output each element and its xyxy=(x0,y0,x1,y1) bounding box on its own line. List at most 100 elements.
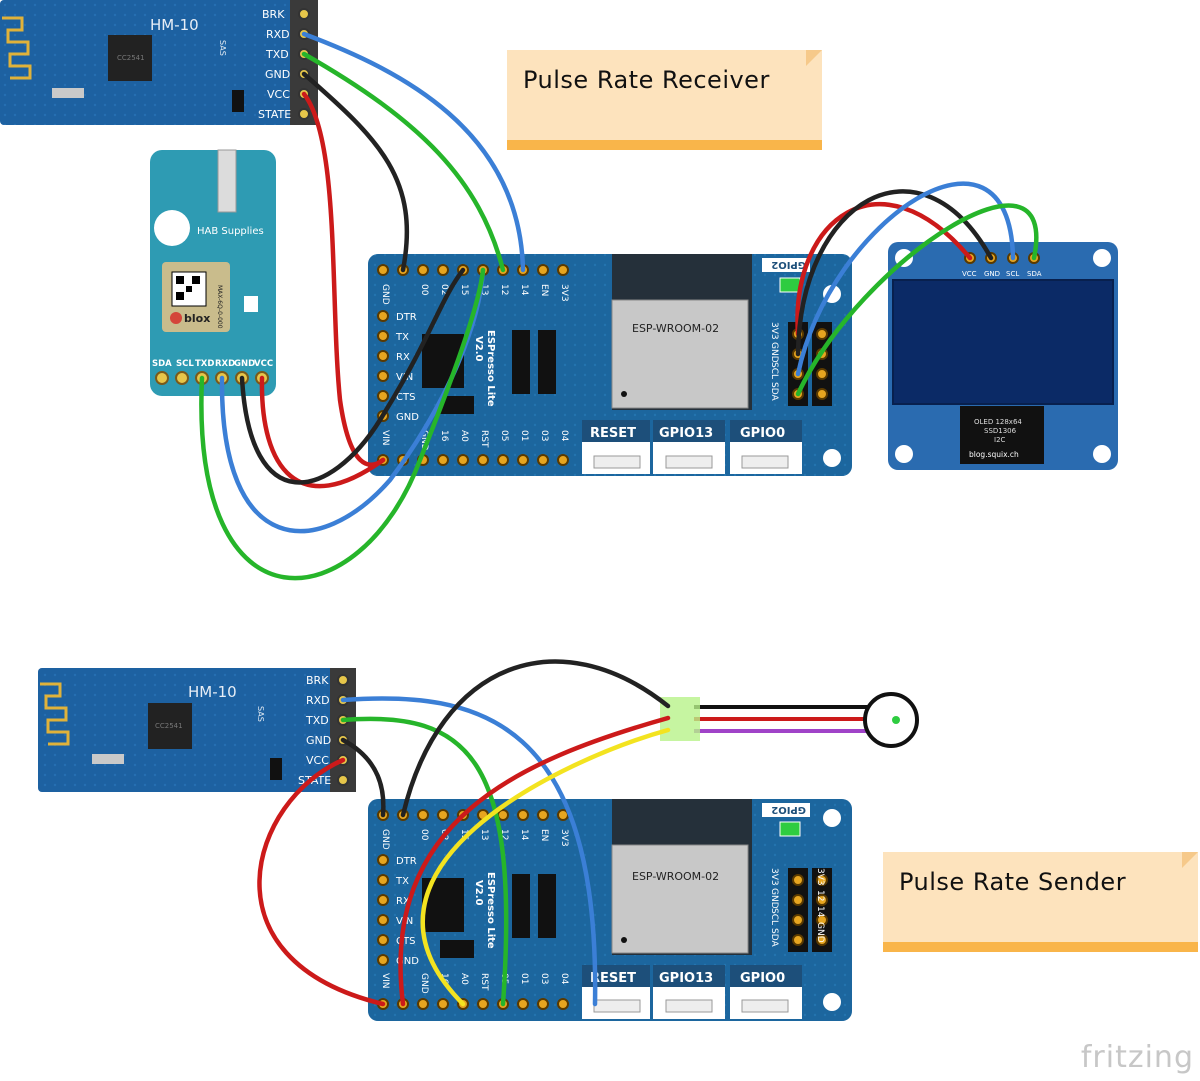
esp-top-pin-en: EN xyxy=(539,284,549,296)
wire-blue-gps-rxd xyxy=(219,267,486,534)
i2c-pin-gnd-top: GND xyxy=(769,342,779,363)
wire-blue-hm10-rxd xyxy=(301,31,526,273)
header-pin-12: 12 xyxy=(815,890,825,901)
header-pin-gnd: GND xyxy=(815,922,825,943)
esp-version-top: V2.0 xyxy=(473,336,484,361)
espb-bottom-pin-03: 03 xyxy=(539,973,549,984)
oled-pin-sda: SDA xyxy=(1027,270,1042,278)
gps-module: HAB Supplies blox MAX-6Q-0-000 SDA SCL T… xyxy=(150,149,276,396)
hm10-pin-vcc: VCC xyxy=(267,88,290,101)
esp-bottom-pin-vin: VIN xyxy=(380,430,390,446)
espb-left-pin-rx: RX xyxy=(396,896,410,907)
esp-left-pin-tx: TX xyxy=(395,332,409,343)
esp-buttons-bottom: RESET GPIO13 GPIO0 xyxy=(582,965,802,1019)
hm10-side-mark: SAS xyxy=(218,40,227,56)
i2c-pin-3v3-bottom: 3V3 xyxy=(769,868,779,886)
esp-brand-top: ESPresso Lite xyxy=(485,330,496,407)
hm10b-pin-vcc: VCC xyxy=(306,754,329,767)
gps-pin-vcc: VCC xyxy=(254,359,273,369)
oled-chip-line-2: SSD1306 xyxy=(984,427,1017,435)
gpio13-button-top: GPIO13 xyxy=(659,426,713,441)
espb-bottom-pin-01: 01 xyxy=(519,973,529,984)
bottom-wires xyxy=(257,659,671,1007)
sender-note-fold xyxy=(1182,852,1198,868)
wire-red-hm10b-vcc xyxy=(257,757,386,1007)
fritzing-logo: fritzing xyxy=(1080,1040,1194,1075)
hm10-title-bottom: HM-10 xyxy=(188,683,237,701)
esp-bottom-pin-03: 03 xyxy=(539,430,549,441)
oled-site: blog.squix.ch xyxy=(969,450,1019,459)
oled-pin-vcc: VCC xyxy=(962,270,977,278)
hm10b-pin-gnd: GND xyxy=(306,734,331,747)
hm10-chip xyxy=(108,35,152,81)
esp-top-pin-14: 14 xyxy=(519,284,529,296)
espb-left-pin-tx: TX xyxy=(395,876,409,887)
oled-pin-scl: SCL xyxy=(1006,270,1019,278)
gps-pin-txd: TXD xyxy=(195,359,214,369)
gps-chip-brand: blox xyxy=(184,312,210,325)
hm10b-pin-txd: TXD xyxy=(305,714,329,727)
gps-pin-rxd: RXD xyxy=(215,359,235,369)
hm10-side-mark-bottom: SAS xyxy=(256,706,265,722)
antenna-trace-bottom xyxy=(40,682,70,746)
hm10-chip-text-bottom: CC2541 xyxy=(155,722,183,730)
esp-version-bottom: V2.0 xyxy=(473,880,484,905)
oled-pin-gnd: GND xyxy=(984,270,1000,278)
espb-bottom-pin-vin: VIN xyxy=(380,973,390,989)
esp-board-bottom: ESP-WROOM-02 GND 00 02 15 13 12 14 EN 3V… xyxy=(368,799,852,1021)
hm10b-pin-rxd: RXD xyxy=(306,694,330,707)
i2c-pin-sda-top: SDA xyxy=(769,382,779,401)
gps-pin-scl: SCL xyxy=(176,359,194,369)
gps-pin-gnd: GND xyxy=(234,359,255,369)
gps-chip-model: MAX-6Q-0-000 xyxy=(216,285,223,329)
i2c-pin-scl-bottom: SCL xyxy=(769,908,779,925)
hm10-title: HM-10 xyxy=(150,16,199,34)
wire-green-oled-sda xyxy=(795,203,1039,397)
wire-black-hm10-gnd xyxy=(301,71,409,273)
top-wires xyxy=(199,31,1039,581)
wire-red-gps-vcc xyxy=(259,375,386,489)
esp-top-pin-12: 12 xyxy=(499,284,509,295)
hab-logo xyxy=(154,210,190,246)
oled-chip-line-1: OLED 128x64 xyxy=(974,418,1022,426)
reset-button-bottom: RESET xyxy=(590,971,636,986)
pulse-sensor-disc xyxy=(863,692,919,748)
esp-buttons-top: RESET GPIO13 GPIO0 xyxy=(582,420,802,474)
hm10-module-bottom: CC2541 HM-10 SAS BRK RXD TXD GND VCC STA… xyxy=(38,668,356,792)
hm10-pin-gnd: GND xyxy=(265,68,290,81)
esp-bottom-pin-16: 16 xyxy=(439,430,449,442)
hm10-pin-txd: TXD xyxy=(265,48,289,61)
hm10-pin-rxd: RXD xyxy=(266,28,290,41)
wire-black-oled-gnd xyxy=(795,189,994,357)
esp-top-pin-3v3: 3V3 xyxy=(559,284,569,302)
esp-top-pin-gnd: GND xyxy=(380,284,390,305)
receiver-note-fold xyxy=(806,50,822,66)
pulse-sensor xyxy=(660,692,919,748)
esp-bottom-pin-a0: A0 xyxy=(459,430,469,442)
esp-top-pin-00: 00 xyxy=(419,284,429,296)
hm10-top-pin-labels: BRK RXD TXD GND VCC STATE xyxy=(258,8,291,121)
espb-bottom-pin-gnd: GND xyxy=(419,973,429,994)
esp-top-pin-15: 15 xyxy=(459,284,469,295)
oled-chip-line-3: I2C xyxy=(994,436,1006,444)
esp-module-label-top: ESP-WROOM-02 xyxy=(632,322,719,335)
gps-brand: HAB Supplies xyxy=(197,226,264,237)
esp-left-pin-gnd: GND xyxy=(396,412,419,423)
wire-red-hm10-vcc xyxy=(301,91,386,467)
gpio2-label-top: GPIO2 xyxy=(771,259,806,270)
wire-green-gps-txd xyxy=(199,267,486,581)
esp-left-pin-dtr: DTR xyxy=(396,312,417,323)
sender-note-text: Pulse Rate Sender xyxy=(899,868,1127,896)
esp-bottom-pin-rst: RST xyxy=(479,430,489,448)
reset-button-top: RESET xyxy=(590,426,636,441)
wire-green-hm10b-txd xyxy=(340,716,509,1007)
esp-bottom-pin-04: 04 xyxy=(559,430,569,442)
esp-bottom-pin-gnd: GND xyxy=(419,430,429,451)
espb-bottom-pin-rst: RST xyxy=(479,973,489,991)
antenna-trace xyxy=(2,16,32,80)
header-pin-3v3: 3V3 xyxy=(815,868,825,886)
espb-left-pin-gnd: GND xyxy=(396,956,419,967)
esp-top-pin-02: 02 xyxy=(439,284,449,295)
esp-top-pin-13: 13 xyxy=(479,284,489,295)
